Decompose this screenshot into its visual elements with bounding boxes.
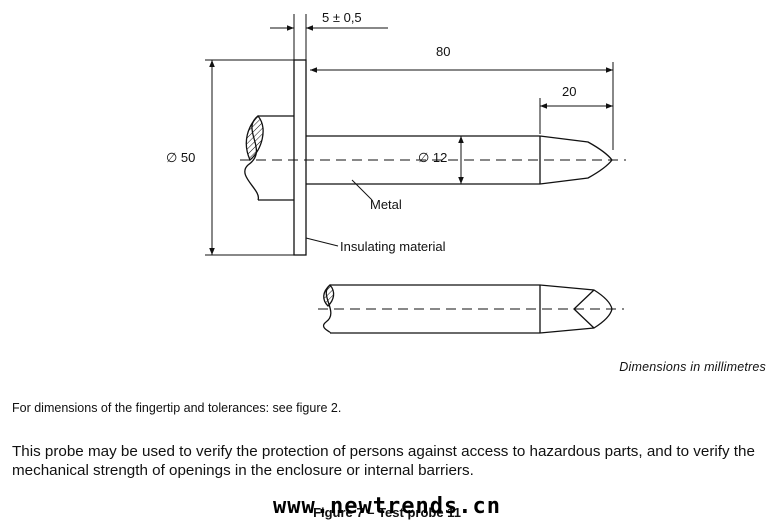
dim-probe-diameter-label: ∅ 12 bbox=[418, 150, 447, 165]
leader-insulating bbox=[305, 237, 339, 247]
dim-thickness-label: 5 ± 0,5 bbox=[322, 10, 362, 25]
figure-caption: Figure 7 – Test probe 11 bbox=[313, 505, 461, 520]
label-insulating-material: Insulating material bbox=[340, 239, 446, 254]
dimension-handle-diameter bbox=[205, 59, 294, 256]
dim-handle-diameter-label: ∅ 50 bbox=[166, 150, 195, 165]
dim-length-label: 80 bbox=[436, 44, 450, 59]
dimension-tip bbox=[539, 98, 613, 134]
handle-section bbox=[244, 115, 294, 201]
insulating-plate bbox=[293, 59, 307, 256]
probe-side-view bbox=[318, 284, 624, 334]
units-note: Dimensions in millimetres bbox=[619, 360, 766, 374]
fingertip-note: For dimensions of the fingertip and tole… bbox=[12, 401, 342, 415]
usage-paragraph: This probe may be used to verify the pro… bbox=[12, 443, 755, 479]
watermark: www.newtrends.cn bbox=[273, 494, 501, 519]
label-metal: Metal bbox=[370, 197, 402, 212]
technical-drawing: 5 ± 0,5 80 20 ∅ 50 ∅ 12 Metal Insulating… bbox=[166, 10, 626, 334]
leader-metal bbox=[351, 179, 373, 201]
dim-tip-label: 20 bbox=[562, 84, 576, 99]
dimension-thickness bbox=[270, 14, 388, 60]
